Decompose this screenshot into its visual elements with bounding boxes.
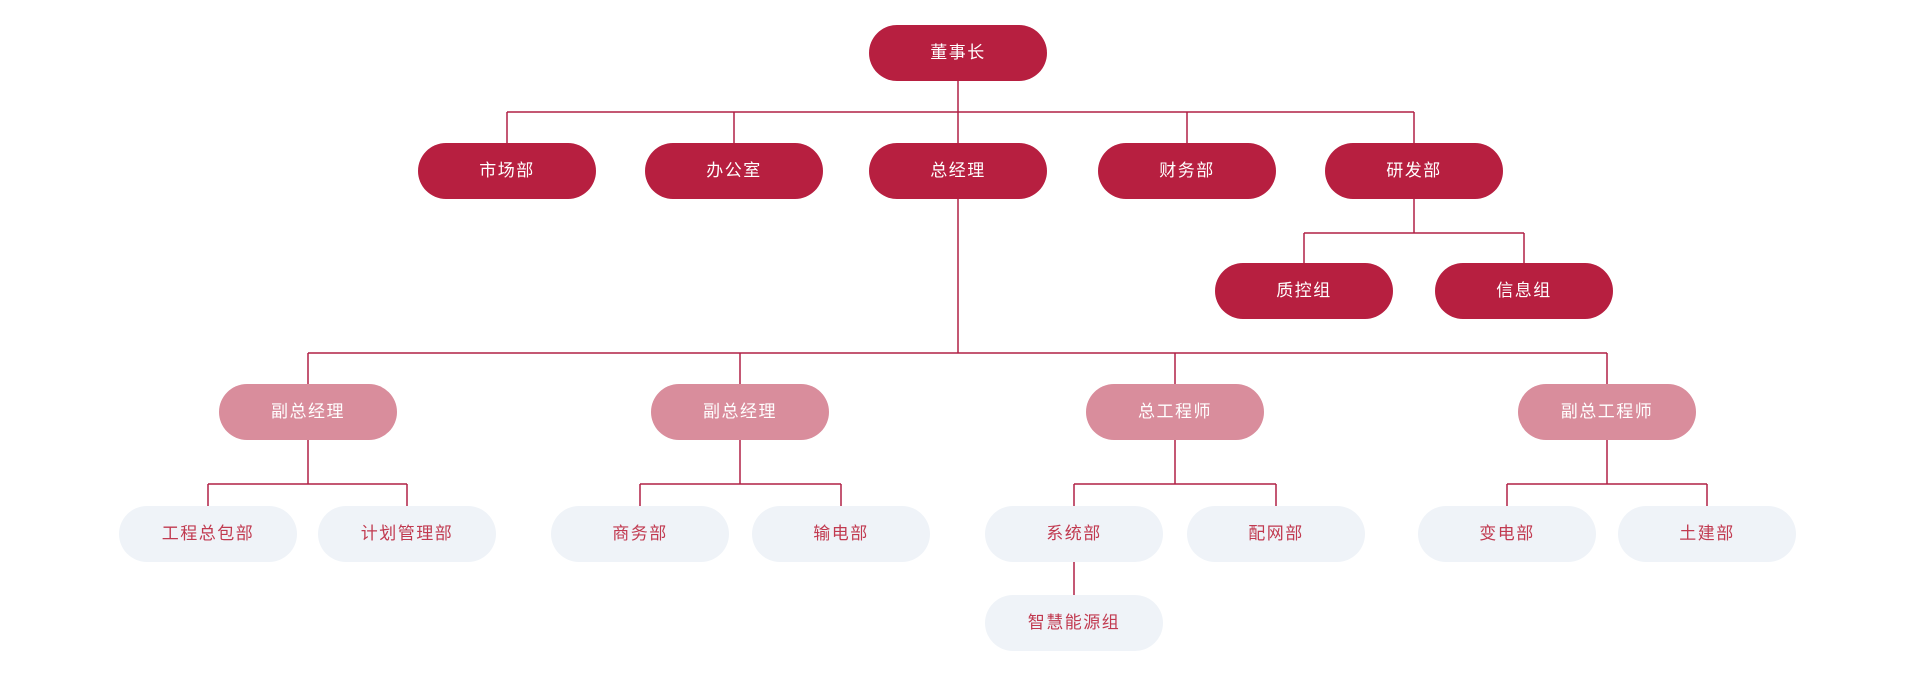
org-node-label: 市场部 <box>479 160 535 181</box>
org-node-label: 智慧能源组 <box>1027 612 1121 633</box>
org-node-rnd-dept[interactable]: 研发部 <box>1325 143 1503 199</box>
org-node-label: 副总经理 <box>271 401 345 422</box>
org-node-label: 输电部 <box>813 523 869 544</box>
org-node-commerce-dept[interactable]: 商务部 <box>551 506 729 562</box>
org-node-marketing-dept[interactable]: 市场部 <box>418 143 596 199</box>
org-node-smart-energy-group[interactable]: 智慧能源组 <box>985 595 1163 651</box>
org-node-label: 配网部 <box>1248 523 1304 544</box>
org-node-planning-dept[interactable]: 计划管理部 <box>318 506 496 562</box>
org-node-label: 系统部 <box>1046 523 1102 544</box>
org-node-label: 土建部 <box>1679 523 1735 544</box>
org-node-label: 副总工程师 <box>1560 401 1654 422</box>
org-node-label: 总工程师 <box>1138 401 1212 422</box>
org-node-label: 商务部 <box>612 523 668 544</box>
org-node-label: 副总经理 <box>703 401 777 422</box>
org-node-system-dept[interactable]: 系统部 <box>985 506 1163 562</box>
org-node-distribution-dept[interactable]: 配网部 <box>1187 506 1365 562</box>
org-node-civil-dept[interactable]: 土建部 <box>1618 506 1796 562</box>
org-node-office[interactable]: 办公室 <box>645 143 823 199</box>
org-node-label: 变电部 <box>1479 523 1535 544</box>
org-node-label: 计划管理部 <box>360 523 454 544</box>
org-node-chairman[interactable]: 董事长 <box>869 25 1047 81</box>
org-node-deputy-gm-1[interactable]: 副总经理 <box>219 384 397 440</box>
org-node-label: 质控组 <box>1276 280 1332 301</box>
org-node-deputy-gm-2[interactable]: 副总经理 <box>651 384 829 440</box>
org-node-epc-dept[interactable]: 工程总包部 <box>119 506 297 562</box>
org-node-finance-dept[interactable]: 财务部 <box>1098 143 1276 199</box>
org-node-substation-dept[interactable]: 变电部 <box>1418 506 1596 562</box>
org-node-label: 财务部 <box>1159 160 1215 181</box>
org-node-label: 工程总包部 <box>161 523 255 544</box>
org-node-label: 总经理 <box>930 160 986 181</box>
org-node-label: 研发部 <box>1386 160 1442 181</box>
org-node-quality-control-group[interactable]: 质控组 <box>1215 263 1393 319</box>
org-node-label: 办公室 <box>706 160 762 181</box>
org-node-general-manager[interactable]: 总经理 <box>869 143 1047 199</box>
org-node-information-group[interactable]: 信息组 <box>1435 263 1613 319</box>
org-node-chief-engineer[interactable]: 总工程师 <box>1086 384 1264 440</box>
org-node-deputy-chief-engineer[interactable]: 副总工程师 <box>1518 384 1696 440</box>
org-node-label: 董事长 <box>930 42 986 63</box>
org-node-transmission-dept[interactable]: 输电部 <box>752 506 930 562</box>
org-node-label: 信息组 <box>1496 280 1552 301</box>
